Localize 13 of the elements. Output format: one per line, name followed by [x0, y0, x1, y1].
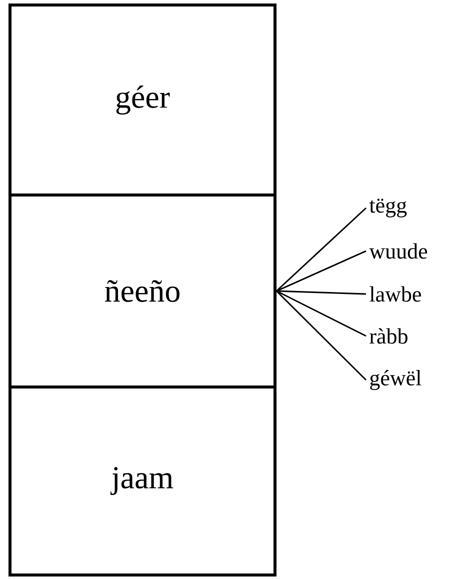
- fan-line: [276, 290, 366, 337]
- fan-line: [276, 207, 366, 292]
- layer-box: géer: [8, 4, 276, 196]
- fan-line: [276, 290, 367, 381]
- term-label: lawbe: [370, 286, 421, 302]
- term-label: wuude: [369, 243, 428, 259]
- term-label: géwël: [370, 370, 422, 390]
- term-label: ràbb: [370, 328, 408, 344]
- layer-box: jaam: [8, 386, 276, 576]
- fan-line: [276, 250, 366, 292]
- layer-box: ñeeño: [8, 194, 276, 388]
- term-label: tëgg: [369, 198, 407, 218]
- fan-line: [276, 290, 366, 295]
